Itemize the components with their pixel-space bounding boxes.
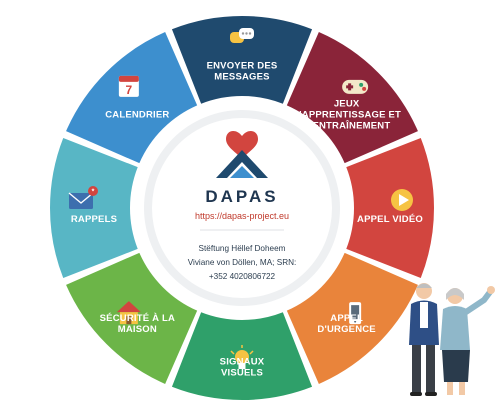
segment-label-messages: ENVOYER DES [207,61,278,72]
segment-video [346,137,435,279]
segment-reminders [50,137,138,279]
dapas-logo [216,130,268,178]
svg-text:7: 7 [126,83,133,97]
house-icon [116,301,141,325]
segment-label-games: D'ENTRAÎNEMENT [303,119,390,131]
segment-label-emergency: APPEL [330,313,363,324]
roof-icon [216,150,268,178]
segment-games [286,32,418,164]
segment-label-emergency: D'URGENCE [317,324,375,335]
info-line-2: Viviane von Döllen, MA; SRN: [188,258,297,267]
segment-label-signals: SIGNAUX [220,357,265,368]
project-url[interactable]: https://dapas-project.eu [195,211,289,221]
segment-label-games: D'APPRENTISSAGE ET [292,109,401,120]
segment-label-security: MAISON [118,324,157,335]
segment-label-signals: VISUELS [221,368,263,379]
play-button-icon [391,189,413,211]
info-line-3: +352 4020806722 [209,272,276,281]
hub-disc [152,118,332,298]
gamepad-icon [342,79,369,94]
segment-label-reminders: RAPPELS [71,214,117,225]
chat-bubbles-icon [230,28,254,43]
roof-inner-icon [230,166,254,178]
segment-calendar [66,32,198,164]
segment-label-messages: MESSAGES [214,72,269,83]
segment-messages [171,15,313,104]
segment-label-games: JEUX [334,98,360,109]
segment-label-security: SÉCURITÉ À LA [100,313,175,324]
segment-label-video: APPEL VIDÉO [357,214,423,225]
svg-text:*: * [92,189,95,196]
light-bulb-icon [230,345,254,369]
calendar-icon: 7 [118,75,139,97]
heart-icon [226,130,258,159]
info-line-1: Stëftung Hëllef Doheem [199,244,286,253]
brand-name: DAPAS [205,187,278,206]
elderly-couple-illustration [409,283,495,396]
segment-label-calendar: CALENDRIER [105,109,169,120]
envelope-icon: * [68,186,98,209]
mobile-phone-icon [349,302,362,325]
center-hub [144,110,340,306]
